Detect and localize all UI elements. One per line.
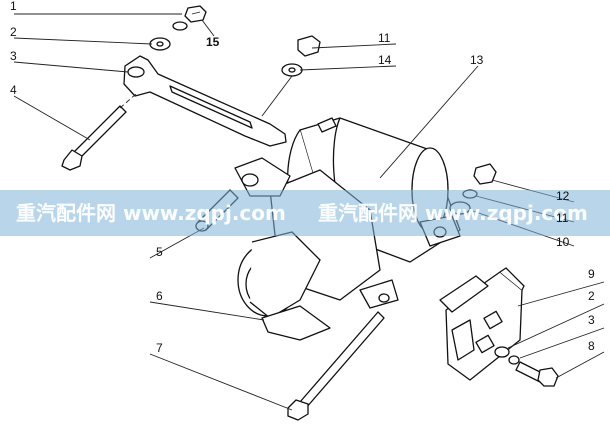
callout-labels: 1 2 3 4 15 11 14 13 12 11 10 5 6 7 9 2 3…	[10, 0, 595, 355]
callout-12: 12	[556, 189, 570, 203]
callout-10: 10	[556, 235, 570, 249]
bolt-8	[515, 361, 559, 387]
callout-3: 3	[10, 49, 17, 63]
washer-14	[281, 63, 303, 77]
callout-1: 1	[10, 0, 17, 13]
washer-2-lower	[494, 346, 510, 358]
watermark-banner	[0, 190, 610, 236]
bolt-4	[61, 93, 137, 171]
callout-8: 8	[588, 339, 595, 353]
callout-7: 7	[156, 341, 163, 355]
washer-2	[149, 37, 171, 51]
callout-6: 6	[156, 289, 163, 303]
callout-14: 14	[378, 53, 392, 67]
watermark-right: 重汽配件网 www.zqpj.com	[318, 201, 588, 225]
callout-4: 4	[10, 83, 17, 97]
callout-11-upper: 11	[378, 31, 391, 45]
callout-13: 13	[470, 53, 484, 67]
bracket-3	[123, 55, 287, 147]
nut-12	[473, 163, 497, 185]
nut-15	[184, 5, 207, 23]
callout-11-lower: 11	[556, 211, 569, 225]
nut-11-upper	[297, 35, 321, 57]
callout-5: 5	[156, 245, 163, 259]
washer-3-lower	[508, 355, 520, 365]
callout-2: 2	[10, 25, 17, 39]
watermark-left: 重汽配件网 www.zqpj.com	[16, 201, 286, 225]
callout-2-lower: 2	[588, 289, 595, 303]
callout-15: 15	[206, 35, 220, 49]
washer-1	[172, 21, 188, 31]
bolt-7	[287, 311, 385, 421]
callout-9: 9	[588, 267, 595, 281]
callout-3-lower: 3	[588, 313, 595, 327]
